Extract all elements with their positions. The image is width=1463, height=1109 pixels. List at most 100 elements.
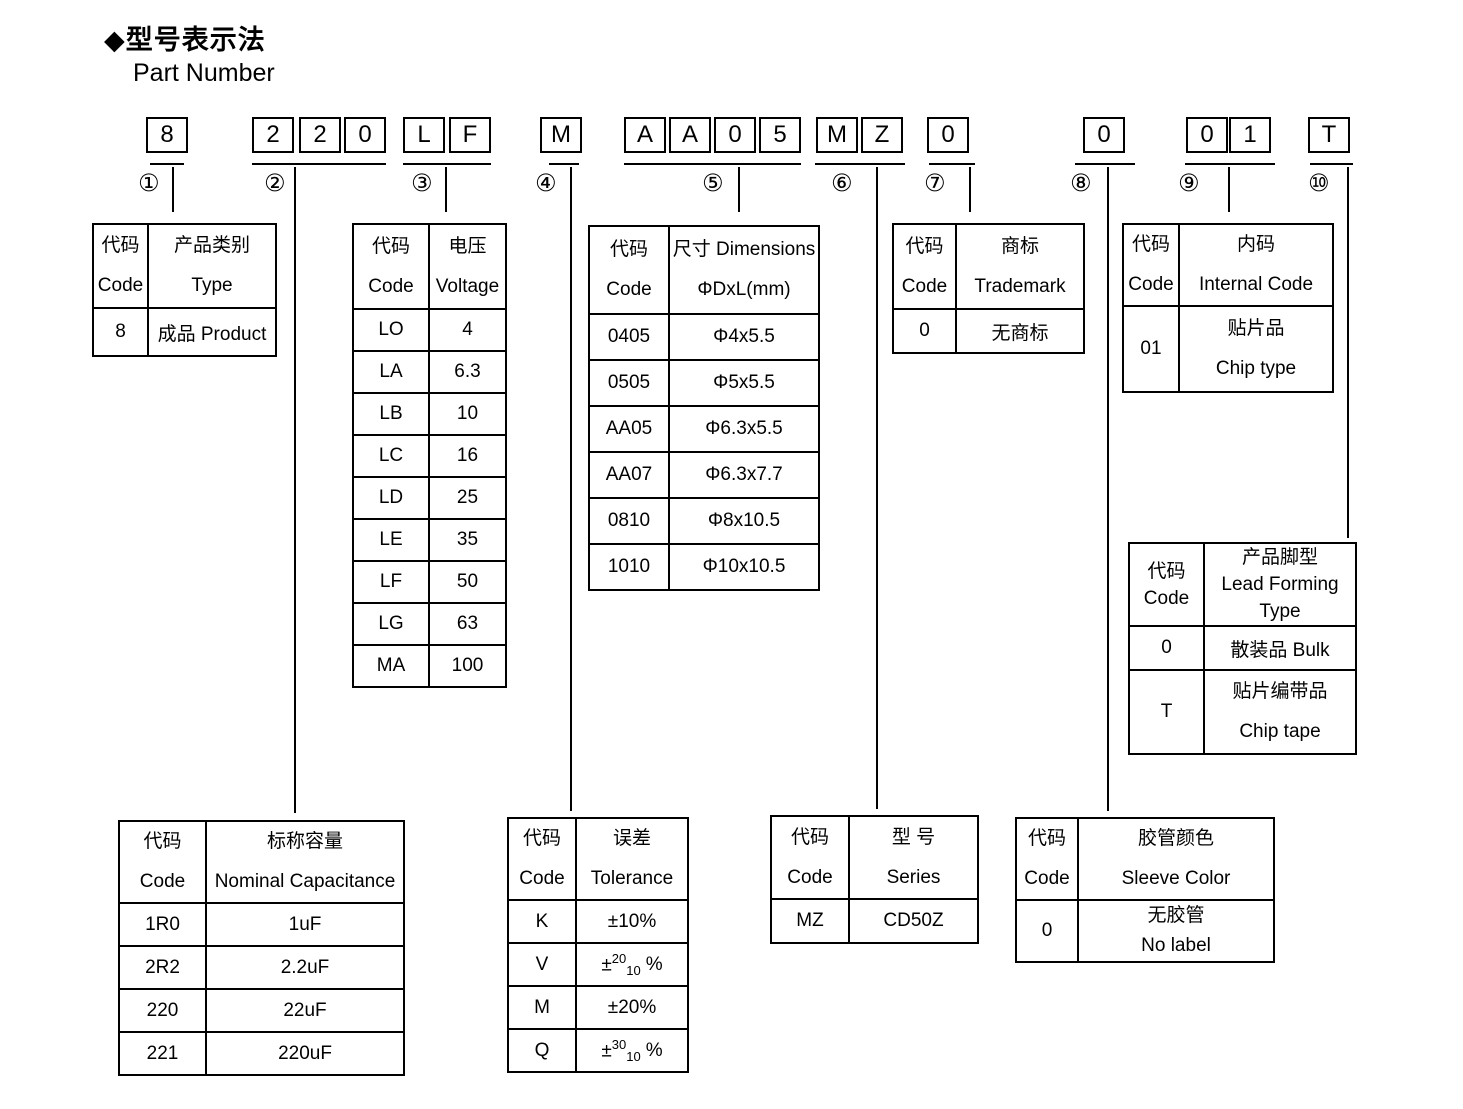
header-line: 代码 [1131,234,1170,255]
value-cell: 贴片编带品 Chip tape [1203,669,1357,755]
header-cell-code: 代码 Code [507,817,577,901]
value-line-en: Chip tape [1239,721,1321,742]
series-table: 代码 Code 型 号 Series MZ CD50Z [770,815,979,944]
code-cell: T [1128,669,1205,755]
value-cell: Φ5x5.5 [668,359,820,407]
code-cell: 8 [92,307,149,357]
value-cell: ±2010% [575,942,689,987]
code-cell: AA05 [588,405,670,453]
header-line: 尺寸 Dimensions [672,239,816,260]
sleeve-color-table: 代码 Code 胶管颜色 Sleeve Color 0 无胶管 No label [1015,817,1275,963]
pn-char-box: 0 [927,117,969,153]
header-cell-trademark: 商标 Trademark [955,223,1085,310]
pn-char-box: F [449,117,491,153]
plus-minus-sign: ± [601,1040,612,1062]
header-line: Nominal Capacitance [214,871,396,892]
value-cell: 无商标 [955,308,1085,354]
percent-sign: % [645,954,663,976]
tolerance-upper: 30 [611,1036,627,1052]
group-underline-6 [815,163,905,165]
pn-char-box: M [540,117,582,153]
value-cell: ±10% [575,899,689,944]
code-cell: AA07 [588,451,670,499]
code-cell: LC [352,434,430,478]
pn-char-box: 8 [146,117,188,153]
value-cell: 63 [428,602,507,646]
header-line: Code [519,868,565,889]
header-cell-code: 代码 Code [118,820,207,904]
value-cell: 贴片品 Chip type [1178,305,1334,393]
header-line: 标称容量 [266,831,343,852]
value-cell: 成品 Product [147,307,277,357]
header-line: Code [1143,587,1190,609]
code-cell: LA [352,350,430,394]
tolerance-upper: 20 [611,950,627,966]
code-cell: V [507,942,577,987]
header-line: Code [139,871,186,892]
header-line: Voltage [435,275,500,297]
value-cell: Φ8x10.5 [668,497,820,545]
code-cell: Q [507,1028,577,1073]
code-cell: 0 [1128,625,1205,671]
value-line-en: Chip type [1215,358,1297,379]
group-marker-9: ⑨ [1178,170,1200,197]
group-marker-4: ④ [535,170,557,197]
code-cell: MZ [770,898,850,944]
value-cell: Φ6.3x5.5 [668,405,820,453]
plus-minus-sign: ± [601,954,612,976]
code-cell: LB [352,392,430,436]
value-line-cn: 贴片品 [1227,318,1285,339]
header-cell-capacitance: 标称容量 Nominal Capacitance [205,820,405,904]
product-type-table: 代码 Code 产品类别 Type 8 成品 Product [92,223,277,357]
value-cell: Φ4x5.5 [668,313,820,361]
header-line: Series [886,866,941,888]
header-cell-code: 代码 Code [352,223,430,310]
value-line-cn: 无胶管 [1147,905,1205,926]
tolerance-lower: 10 [626,963,641,979]
connector-line-8 [1107,167,1109,811]
code-cell: 2R2 [118,945,207,990]
connector-line-5 [738,167,740,212]
header-line: Code [1024,868,1070,889]
group-underline-5 [624,163,801,165]
header-cell-code: 代码 Code [1122,223,1180,307]
value-cell: 6.3 [428,350,507,394]
connector-line-4 [570,167,572,811]
code-cell: LG [352,602,430,646]
header-line: Tolerance [590,868,674,889]
code-cell: LO [352,308,430,352]
pn-char-box: T [1308,117,1350,153]
header-line: Lead Forming [1221,574,1339,595]
header-line: 胶管颜色 [1137,828,1214,849]
code-cell: LD [352,476,430,520]
value-cell: 25 [428,476,507,520]
connector-line-6 [876,167,878,809]
connector-line-3 [445,167,447,212]
header-cell-code: 代码 Code [588,225,670,315]
header-line: Code [606,279,652,300]
header-cell-code: 代码 Code [92,223,149,309]
value-cell: CD50Z [848,898,979,944]
connector-line-10 [1347,167,1349,538]
value-line-en: No label [1141,935,1211,956]
value-cell: 1uF [205,902,405,947]
code-cell: 0505 [588,359,670,407]
header-line: Trademark [974,275,1066,297]
group-marker-5: ⑤ [702,170,724,197]
header-line: 代码 [371,235,410,257]
tolerance-lower: 10 [626,1049,641,1065]
header-cell-code: 代码 Code [770,815,850,900]
pn-char-box: 2 [299,117,341,153]
header-line: ΦDxL(mm) [697,279,791,300]
header-line: Code [1128,274,1174,295]
pn-char-box: 0 [714,117,756,153]
value-cell: Φ10x10.5 [668,543,820,591]
header-cell-code: 代码 Code [892,223,957,310]
header-line: 电压 [448,235,487,257]
value-cell: ±3010% [575,1028,689,1073]
group-marker-8: ⑧ [1070,170,1092,197]
value-cell: 220uF [205,1031,405,1076]
value-cell: 100 [428,644,507,688]
